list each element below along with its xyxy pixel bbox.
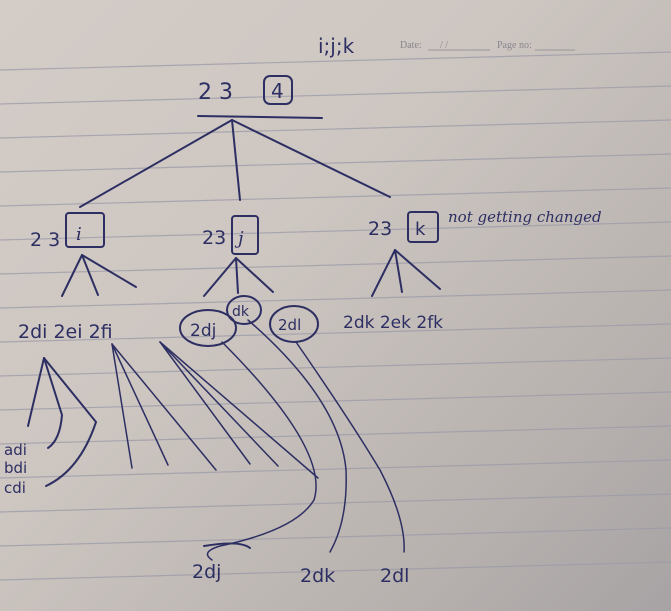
node-j-prefix: 23 [202, 227, 226, 249]
level2-circled-2dj: 2dj [190, 321, 216, 341]
date-value: / / [440, 40, 448, 51]
root-underline [197, 115, 323, 119]
node-k-boxed: k [415, 219, 426, 240]
node-i-prefix: 2 3 [30, 229, 60, 251]
page-no-label: Page no: [497, 40, 532, 51]
long-arrows [111, 319, 405, 561]
node-i-boxed: i [76, 224, 82, 245]
lower-left-bdi: bdi [4, 459, 27, 477]
date-label: Date: [400, 40, 422, 51]
level2-left-group: 2di 2ei 2fi [18, 321, 113, 343]
level1-branches [61, 249, 441, 297]
node-k-box [407, 211, 439, 243]
root-branches [79, 119, 391, 208]
level2-right-group: 2dk 2ek 2fk [343, 313, 443, 333]
node-i-box [65, 212, 105, 248]
ruled-lines [0, 51, 671, 581]
node-j-boxed: j [234, 228, 244, 249]
root-digits: 2 3 [198, 80, 233, 105]
lower-left-cdi: cdi [4, 479, 26, 497]
root-boxed-digit: 4 [271, 79, 284, 103]
node-k-note: not getting changed [448, 208, 602, 226]
node-j-box [231, 215, 259, 255]
circle-dk [226, 295, 262, 325]
root-box [263, 75, 293, 105]
bottom-2dj: 2dj [192, 561, 221, 583]
level2-circled-dk: dk [232, 304, 250, 320]
bottom-swoop [203, 542, 251, 549]
bottom-2dk: 2dk [300, 565, 335, 587]
circle-2dj [179, 309, 237, 347]
node-k-prefix: 23 [368, 218, 392, 240]
lower-left-branches [27, 357, 97, 487]
circle-2dl [269, 305, 319, 343]
bottom-2dl: 2dl [380, 565, 409, 587]
handwritten-title: i;j;k [318, 34, 355, 58]
lower-left-adi: adi [4, 441, 27, 459]
level2-circled-2dl: 2dl [278, 316, 301, 334]
